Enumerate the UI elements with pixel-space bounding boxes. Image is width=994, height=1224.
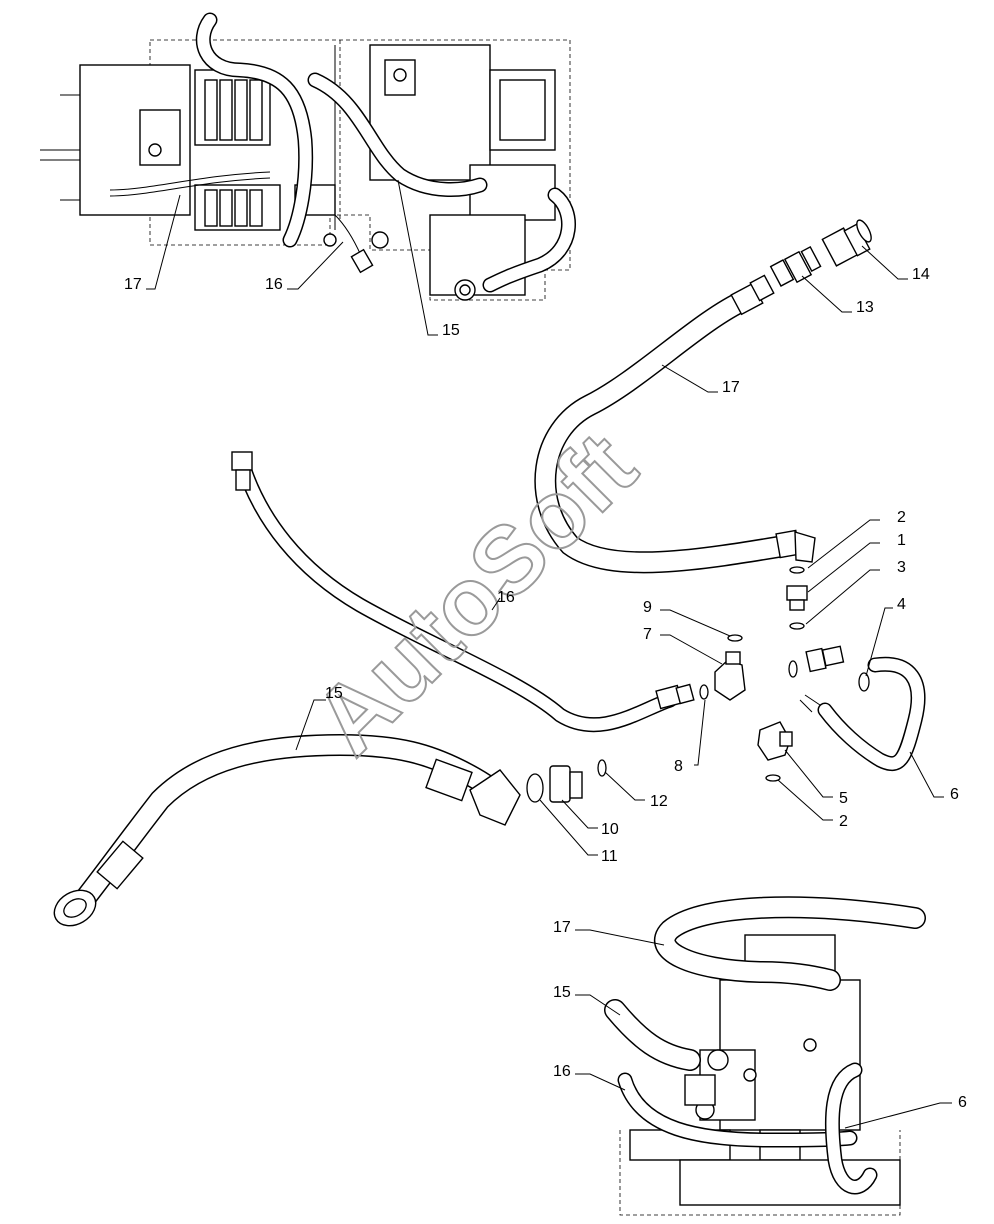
valve-sections	[204, 79, 263, 227]
callout-label: 16	[265, 276, 283, 293]
callout-label: 11	[601, 848, 618, 865]
callout-label: 6	[950, 786, 959, 803]
callout-label: 12	[650, 793, 668, 810]
callout-16-top: 16	[265, 241, 344, 293]
callout-label: 6	[958, 1094, 967, 1111]
callout-label: 3	[897, 559, 906, 576]
callout-label: 13	[856, 299, 874, 316]
callout-label: 9	[643, 599, 652, 616]
callout-14: 14	[861, 245, 930, 283]
fitting-13	[769, 245, 822, 287]
hose-17	[534, 274, 816, 574]
callout-16-mid: 16	[491, 589, 515, 611]
callout-17-bot: 17	[553, 919, 665, 946]
callout-label: 7	[643, 626, 652, 643]
callout-16-bot: 16	[553, 1063, 626, 1091]
callout-label: 2	[897, 509, 906, 526]
callout-label: 17	[124, 276, 142, 293]
callout-label: 1	[897, 532, 906, 549]
callout-label: 16	[553, 1063, 571, 1080]
bottom-assembly-view	[604, 896, 926, 1216]
callout-label: 15	[553, 984, 571, 1001]
callout-label: 14	[912, 266, 930, 283]
callout-11: 11	[539, 799, 618, 865]
callout-12: 12	[604, 771, 668, 810]
callout-17-top: 17	[124, 194, 181, 293]
fitting-1	[786, 566, 808, 630]
hose-15	[53, 733, 521, 927]
callout-17-mid: 17	[661, 364, 740, 396]
top-assembly-view	[40, 12, 576, 301]
callout-label: 17	[722, 379, 740, 396]
elbow-7	[699, 634, 746, 701]
callout-13: 13	[801, 275, 874, 316]
callout-label: 15	[325, 685, 343, 702]
callout-label: 5	[839, 790, 848, 807]
callout-8: 8	[674, 699, 706, 775]
callout-3: 3	[805, 559, 906, 625]
callout-label: 4	[897, 596, 906, 613]
callout-2-b: 2	[777, 779, 848, 830]
callout-label: 2	[839, 813, 848, 830]
callout-label: 16	[497, 589, 515, 606]
callout-5: 5	[784, 749, 848, 807]
callout-15-top: 15	[397, 179, 460, 339]
callout-6-bot: 6	[844, 1094, 967, 1129]
callout-7: 7	[643, 626, 723, 665]
callout-6-mid: 6	[909, 751, 959, 803]
callout-4: 4	[865, 596, 906, 677]
hose-16	[231, 451, 695, 733]
fitting-4	[788, 645, 870, 692]
callout-15-mid: 15	[295, 685, 343, 751]
callout-label: 15	[442, 322, 460, 339]
callout-1: 1	[807, 532, 906, 593]
callout-label: 17	[553, 919, 571, 936]
callout-label: 10	[601, 821, 619, 838]
callouts: 17 16 15 14 13 17 2 1	[124, 179, 967, 1129]
callout-label: 8	[674, 758, 683, 775]
callout-2-a: 2	[807, 509, 906, 569]
elbow-5	[757, 721, 793, 782]
hose-6	[799, 656, 926, 772]
adapter-10	[526, 759, 607, 803]
coupling-14	[821, 219, 872, 267]
callout-10: 10	[561, 799, 619, 838]
callout-9: 9	[643, 599, 731, 637]
callout-15-bot: 15	[553, 984, 621, 1016]
